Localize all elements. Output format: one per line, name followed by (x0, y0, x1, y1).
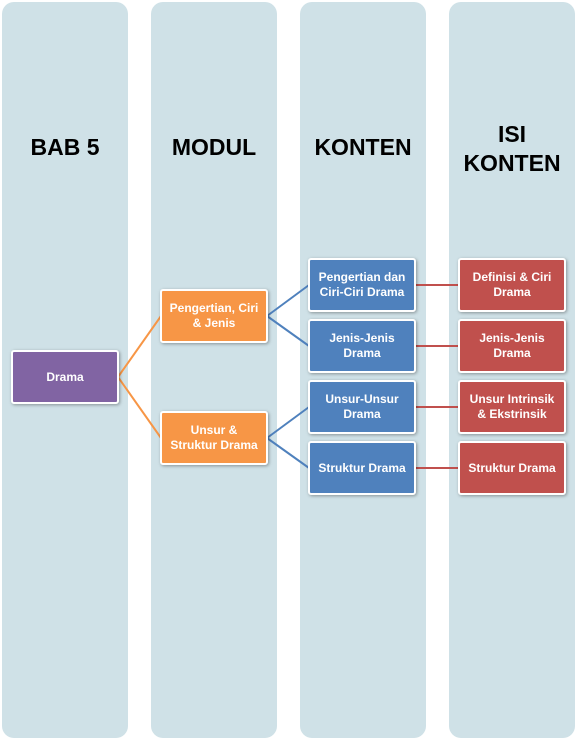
connector-module-2-content-3 (266, 406, 310, 439)
column-title-bab: BAB 5 (30, 134, 100, 160)
node-module-unsur[interactable]: Unsur & Struktur Drama (160, 411, 268, 465)
column-title-isi-konten: ISI KONTEN (463, 121, 561, 176)
node-detail-struktur[interactable]: Struktur Drama (458, 441, 566, 495)
node-content-struktur[interactable]: Struktur Drama (308, 441, 416, 495)
node-detail-unsur[interactable]: Unsur Intrinsik & Ekstrinsik (458, 380, 566, 434)
node-module-pengertian[interactable]: Pengertian, Ciri & Jenis (160, 289, 268, 343)
connector-module-1-content-1 (266, 284, 310, 317)
node-content-pengertian[interactable]: Pengertian dan Ciri-Ciri Drama (308, 258, 416, 312)
node-detail-jenis[interactable]: Jenis-Jenis Drama (458, 319, 566, 373)
connector-root-module-1 (117, 315, 162, 378)
node-content-jenis[interactable]: Jenis-Jenis Drama (308, 319, 416, 373)
column-title-modul: MODUL (171, 134, 257, 160)
connector-root-module-2 (117, 376, 162, 439)
column-modul: MODUL (151, 2, 277, 738)
node-drama[interactable]: Drama (11, 350, 119, 404)
connector-module-1-content-2 (266, 315, 310, 347)
node-content-unsur[interactable]: Unsur-Unsur Drama (308, 380, 416, 434)
node-detail-definisi[interactable]: Definisi & Ciri Drama (458, 258, 566, 312)
column-title-konten: KONTEN (314, 134, 412, 160)
connector-module-2-content-4 (266, 437, 310, 469)
